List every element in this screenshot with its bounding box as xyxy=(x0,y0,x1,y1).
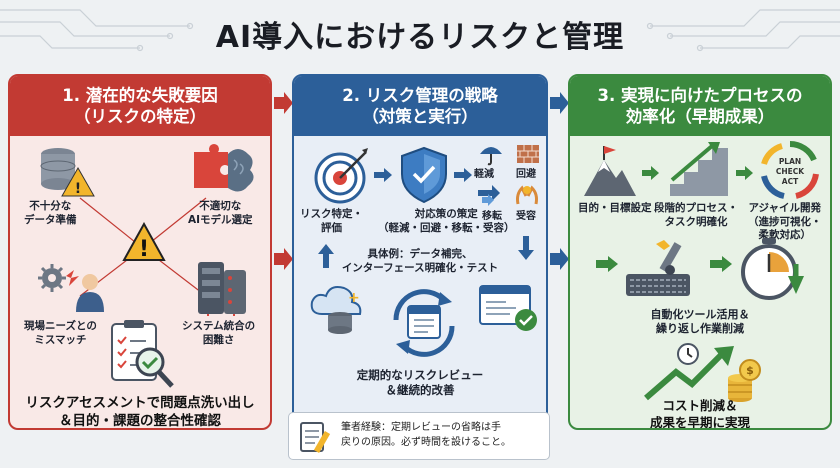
arrow-right-icon xyxy=(274,248,293,270)
gear-person-icon xyxy=(38,264,104,312)
svg-text:+: + xyxy=(348,290,360,306)
review-text: 定期的なリスクレビュー＆継続的改善 xyxy=(356,368,484,397)
panel-footer-text: リスクアセスメントで問題点洗い出し＆目的・課題の整合性確認 xyxy=(25,395,255,430)
risk-item-label: 現場ニーズとのミスマッチ xyxy=(24,320,97,346)
cycle-plan-label: PLAN xyxy=(779,157,801,166)
risk-item-label: 不十分なデータ準備 xyxy=(24,200,77,226)
growth-coins-icon: $ xyxy=(644,343,761,402)
arrow-right-icon xyxy=(550,92,569,114)
stopwatch-icon xyxy=(741,238,804,300)
database-warning-icon: ! xyxy=(40,148,95,197)
action-transfer-label: 移転 xyxy=(482,211,502,222)
panel-heading-line: 効率化（早期成果） xyxy=(625,107,775,126)
arrow-right-icon xyxy=(642,166,659,180)
svg-text:!: ! xyxy=(139,237,149,262)
memo-pencil-icon xyxy=(300,422,331,454)
arrow-right-icon xyxy=(596,256,618,272)
pdca-cycle-icon: PLAN CHECK ACT xyxy=(761,141,819,199)
action-accept-label: 受容 xyxy=(516,211,536,222)
panel-process-efficiency: 3. 実現に向けたプロセスの 効率化（早期成果） 目的・目標設定 段階的プロセス… xyxy=(568,74,832,430)
circuit-decoration-left xyxy=(0,9,194,52)
cycle-check-label: CHECK xyxy=(776,167,805,176)
cycle-act-label: ACT xyxy=(782,177,799,186)
server-rack-icon xyxy=(198,262,246,316)
svg-text:!: ! xyxy=(75,181,81,197)
note-text: 筆者経験：定期レビューの省略は手戻りの原因。必ず時間を設けること。 xyxy=(341,422,511,448)
panel-heading: 1. 潜在的な失敗要因 （リスクの特定） xyxy=(10,76,270,136)
arrow-up-icon xyxy=(318,244,334,268)
arrow-down-icon xyxy=(518,236,534,260)
step-plan-label: 対応策の策定（軽減・回避・移転・受容） xyxy=(378,208,515,234)
panel-heading-line: （対策と実行） xyxy=(362,107,478,126)
stepwise-label: 段階的プロセス・タスク明確化 xyxy=(654,202,738,228)
example-text: 具体例：データ補完、インターフェース明確化・テスト xyxy=(341,248,499,274)
risk-item-label: システム統合の困難さ xyxy=(182,320,256,346)
action-avoid-label: 回避 xyxy=(516,169,536,180)
circuit-decoration-right xyxy=(646,9,840,52)
stairs-arrow-icon xyxy=(670,142,728,196)
panel-heading-line: （リスクの特定） xyxy=(74,107,206,126)
transfer-arrows-icon xyxy=(478,185,500,206)
warning-triangle-icon: ! xyxy=(122,222,166,262)
arrow-right-icon xyxy=(550,248,569,270)
result-text: コスト削減＆成果を早期に実現 xyxy=(649,398,750,430)
automation-label: 自動化ツール活用＆繰り返し作業削減 xyxy=(650,308,750,336)
calendar-cycle-icon xyxy=(393,289,455,357)
puzzle-brain-icon xyxy=(194,144,254,192)
arrow-right-icon xyxy=(454,168,472,182)
browser-check-icon xyxy=(479,285,537,331)
panel-heading-line: 3. 実現に向けたプロセスの xyxy=(597,85,803,105)
panel-heading: 3. 実現に向けたプロセスの 効率化（早期成果） xyxy=(570,76,830,136)
action-mitigate-label: 軽減 xyxy=(474,169,494,180)
step-identify-label: リスク特定・評価 xyxy=(300,208,363,234)
target-icon xyxy=(314,148,368,204)
svg-text:$: $ xyxy=(746,364,754,377)
panel-risk-strategy: 2. リスク管理の戦略 （対策と実行） リスク特定・評価 対応策の策定（軽減・回… xyxy=(292,74,548,430)
brick-wall-icon xyxy=(517,145,539,163)
arrow-right-icon xyxy=(710,256,732,272)
hands-icon xyxy=(516,185,538,205)
arrow-right-icon xyxy=(374,168,392,182)
author-note: 筆者経験：定期レビューの省略は手戻りの原因。必ず時間を設けること。 xyxy=(288,412,550,460)
clipboard-magnifier-icon xyxy=(111,320,174,388)
panel-heading: 2. リスク管理の戦略 （対策と実行） xyxy=(294,76,546,136)
panel-heading-line: 1. 潜在的な失敗要因 xyxy=(62,85,218,105)
arrow-right-icon xyxy=(274,92,293,114)
panel-heading-line: 2. リスク管理の戦略 xyxy=(342,85,498,105)
mountain-flag-icon xyxy=(584,146,636,196)
cloud-database-icon: + xyxy=(310,286,362,334)
umbrella-icon xyxy=(480,147,502,166)
goal-label: 目的・目標設定 xyxy=(578,202,652,214)
page-title: AI導入におけるリスクと管理 xyxy=(215,20,625,55)
robot-arm-keyboard-icon xyxy=(626,240,690,296)
shield-check-icon xyxy=(401,146,447,204)
arrow-right-icon xyxy=(736,166,753,180)
